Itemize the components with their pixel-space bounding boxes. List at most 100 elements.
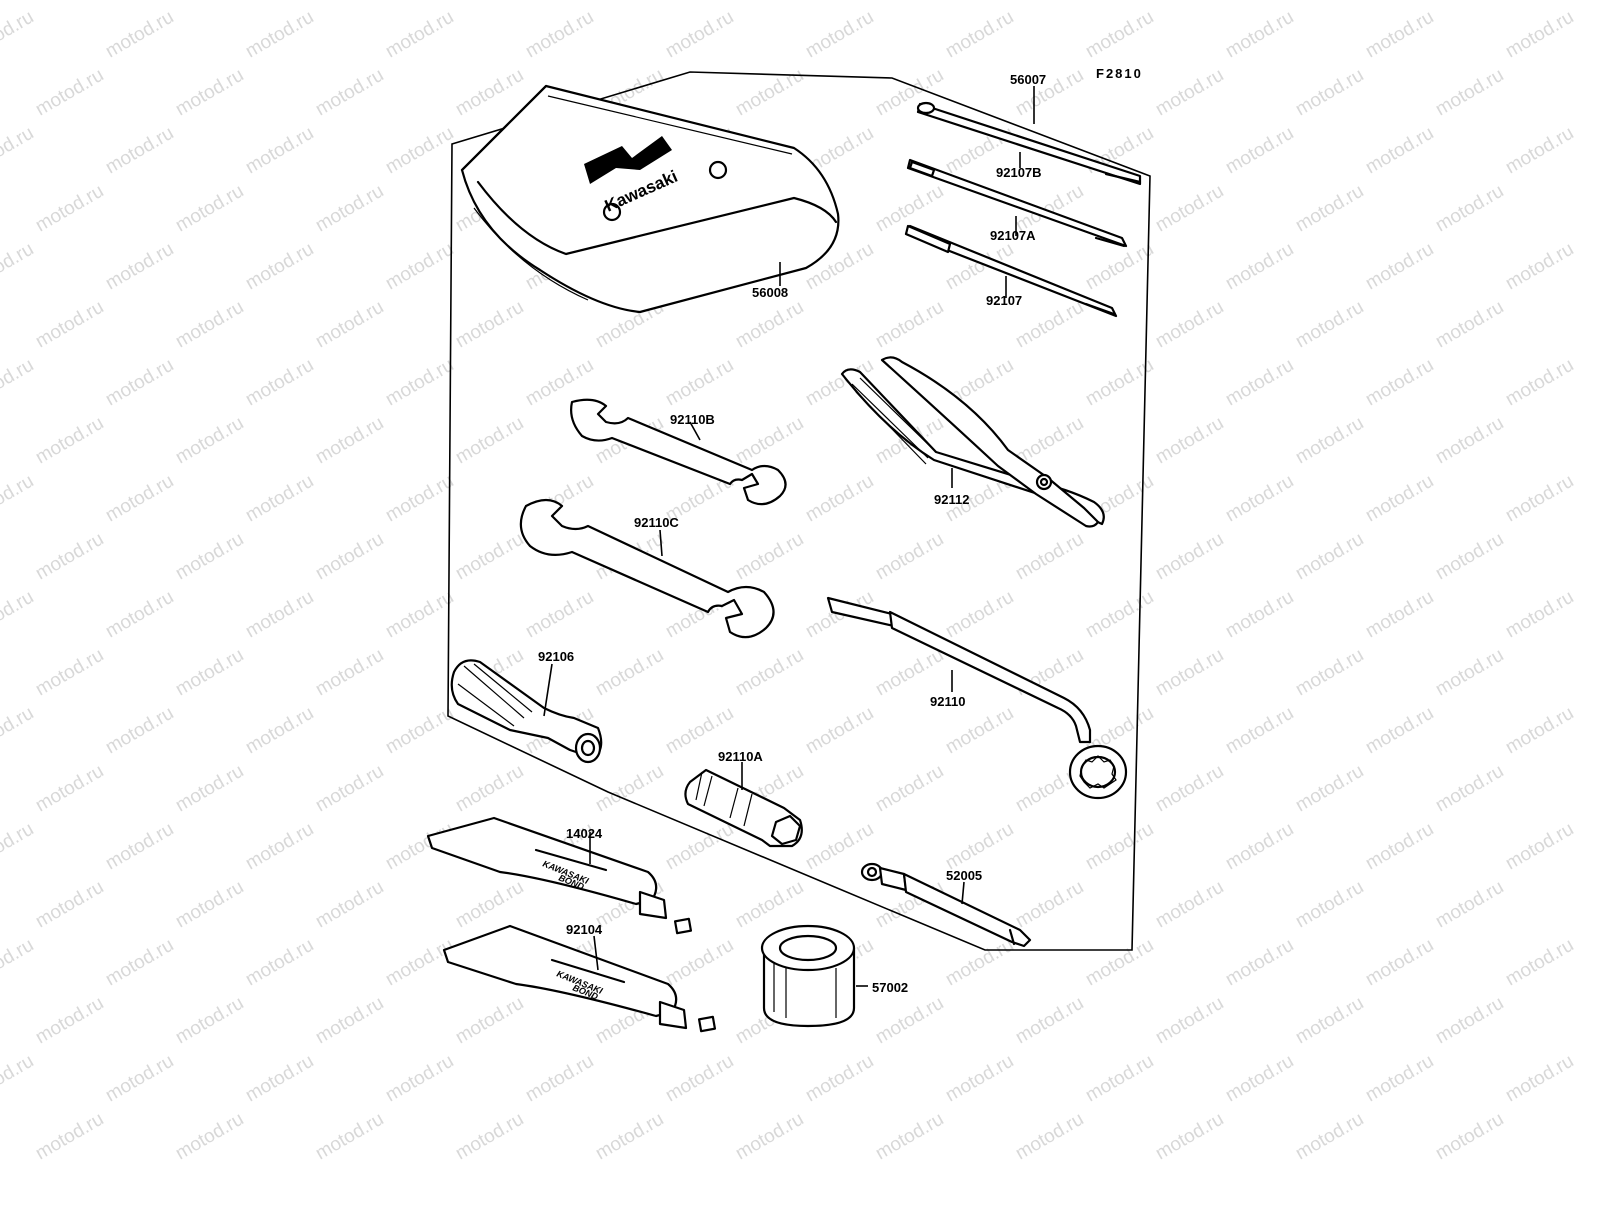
watermark-text: motod.ru [172, 297, 247, 353]
watermark-text: motod.ru [452, 413, 527, 469]
watermark-text: motod.ru [1502, 123, 1577, 179]
watermark-text: motod.ru [1502, 819, 1577, 875]
watermark-text: motod.ru [732, 645, 807, 701]
watermark-text: motod.ru [942, 1051, 1017, 1107]
tube-92104-illustration: KAWASAKI BOND [442, 924, 717, 1033]
watermark-text: motod.ru [242, 935, 317, 991]
label-92106: 92106 [538, 649, 574, 664]
watermark-text: motod.ru [872, 761, 947, 817]
watermark-text: motod.ru [1222, 239, 1297, 295]
watermark-text: motod.ru [662, 1051, 737, 1107]
watermark-text: motod.ru [522, 1051, 597, 1107]
watermark-text: motod.ru [452, 65, 527, 121]
watermark-text: motod.ru [1502, 471, 1577, 527]
watermark-text: motod.ru [382, 935, 457, 991]
watermark-text: motod.ru [732, 0, 807, 4]
watermark-text: motod.ru [242, 239, 317, 295]
watermark-text: motod.ru [1362, 703, 1437, 759]
watermark-text: motod.ru [1432, 877, 1507, 933]
watermark-text: motod.ru [452, 529, 527, 585]
label-92107A: 92107A [990, 228, 1036, 243]
watermark-text: motod.ru [1362, 123, 1437, 179]
watermark-text: motod.ru [872, 1109, 947, 1165]
watermark-text: motod.ru [1432, 413, 1507, 469]
watermark-text: motod.ru [312, 993, 387, 1049]
watermark-text: motod.ru [662, 819, 737, 875]
watermark-text: motod.ru [312, 877, 387, 933]
watermark-text: motod.ru [1222, 355, 1297, 411]
watermark-text: motod.ru [732, 877, 807, 933]
watermark-text: motod.ru [522, 7, 597, 63]
ring-spanner-92110-illustration [826, 596, 1128, 800]
watermark-text: motod.ru [1502, 587, 1577, 643]
watermark-text: motod.ru [1502, 1051, 1577, 1107]
watermark-text: motod.ru [1292, 181, 1367, 237]
watermark-text: motod.ru [732, 297, 807, 353]
watermark-text: motod.ru [0, 703, 37, 759]
watermark-text: motod.ru [1362, 819, 1437, 875]
leader-lines [543, 86, 1035, 987]
watermark-text: motod.ru [942, 7, 1017, 63]
watermark-text: motod.ru [0, 239, 37, 295]
watermark-text: motod.ru [1292, 993, 1367, 1049]
watermark-text: motod.ru [312, 413, 387, 469]
watermark-text: motod.ru [1012, 993, 1087, 1049]
wrench-92110C-illustration [519, 498, 775, 639]
watermark-text: motod.ru [0, 1051, 37, 1107]
tool-bag-illustration: Kawasaki [460, 84, 840, 314]
watermark-text: motod.ru [32, 645, 107, 701]
watermark-text: motod.ru [1362, 7, 1437, 63]
handle-92106-illustration [450, 659, 603, 764]
tube-14024-illustration: KAWASAKI BOND [426, 816, 693, 935]
watermark-text: motod.ru [172, 413, 247, 469]
watermark-text: motod.ru [172, 529, 247, 585]
watermark-text: motod.ru [592, 0, 667, 4]
label-92110: 92110 [930, 694, 965, 709]
watermark-text: motod.ru [1432, 1109, 1507, 1165]
watermark-text: motod.ru [242, 7, 317, 63]
watermark-text: motod.ru [32, 529, 107, 585]
watermark-text: motod.ru [452, 877, 527, 933]
watermark-text: motod.ru [452, 761, 527, 817]
watermark-text: motod.ru [1152, 65, 1227, 121]
watermark-text: motod.ru [1152, 645, 1227, 701]
watermark-text: motod.ru [592, 645, 667, 701]
watermark-text: motod.ru [102, 587, 177, 643]
watermark-text: motod.ru [1082, 1051, 1157, 1107]
watermark-text: motod.ru [802, 1051, 877, 1107]
label-92112: 92112 [934, 492, 969, 507]
watermark-text: motod.ru [1222, 819, 1297, 875]
watermark-text: motod.ru [1432, 761, 1507, 817]
watermark-text: motod.ru [1012, 1109, 1087, 1165]
watermark-text: motod.ru [382, 1051, 457, 1107]
watermark-text: motod.ru [172, 181, 247, 237]
watermark-text: motod.ru [382, 239, 457, 295]
watermark-text: motod.ru [0, 471, 37, 527]
watermark-text: motod.ru [312, 1109, 387, 1165]
watermark-text: motod.ru [0, 935, 37, 991]
watermark-text: motod.ru [872, 297, 947, 353]
watermark-text: motod.ru [1152, 0, 1227, 4]
watermark-text: motod.ru [1012, 529, 1087, 585]
watermark-text: motod.ru [1292, 65, 1367, 121]
watermark-text: motod.ru [1502, 935, 1577, 991]
watermark-text: motod.ru [1292, 761, 1367, 817]
watermark-text: motod.ru [1082, 587, 1157, 643]
watermark-text: motod.ru [872, 993, 947, 1049]
watermark-text: motod.ru [1222, 1051, 1297, 1107]
watermark-text: motod.ru [172, 877, 247, 933]
watermark-text: motod.ru [1012, 297, 1087, 353]
watermark-text: motod.ru [382, 123, 457, 179]
watermark-text: motod.ru [32, 993, 107, 1049]
watermark-text: motod.ru [102, 819, 177, 875]
watermark-text: motod.ru [942, 935, 1017, 991]
watermark-text: motod.ru [242, 703, 317, 759]
watermark-text: motod.ru [312, 0, 387, 4]
watermark-text: motod.ru [1012, 0, 1087, 4]
watermark-text: motod.ru [32, 65, 107, 121]
watermark-text: motod.ru [172, 645, 247, 701]
watermark-text: motod.ru [0, 7, 37, 63]
label-92110B: 92110B [670, 412, 715, 427]
label-14024: 14024 [566, 826, 603, 841]
watermark-text: motod.ru [102, 703, 177, 759]
